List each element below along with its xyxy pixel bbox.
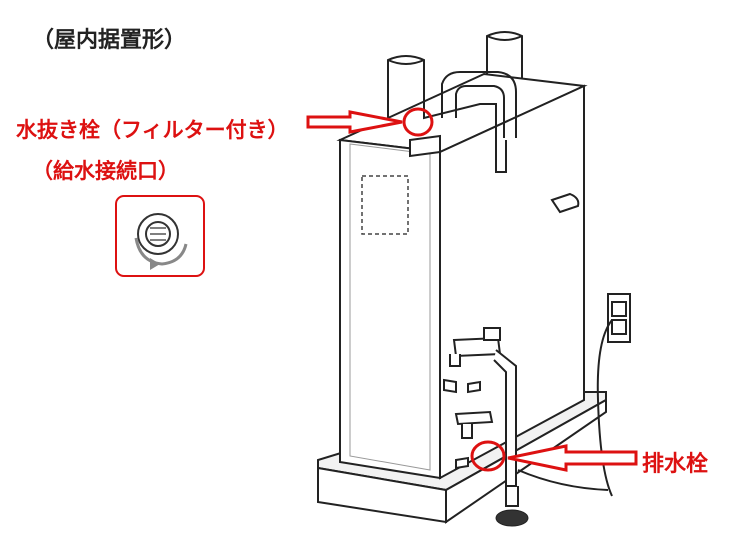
water-inlet-label: （給水接続口） — [32, 159, 179, 183]
faucet-arrow-icon — [306, 110, 403, 134]
drain-highlight-circle — [470, 440, 506, 472]
heater-cabinet — [336, 72, 588, 480]
side-latch — [550, 192, 580, 214]
drain-arrow-icon — [507, 444, 638, 472]
power-outlet — [596, 293, 631, 497]
inlet-cap — [409, 134, 441, 158]
page-title: （屋内据置形） — [32, 28, 187, 53]
callout-markers — [306, 107, 638, 472]
floor-drain-puck — [495, 509, 529, 527]
inlet-closeup-inset — [115, 195, 205, 277]
front-valves — [443, 327, 517, 487]
top-pipes — [387, 31, 523, 119]
dashed-panel — [361, 175, 409, 235]
rotate-arrow-icon — [134, 237, 188, 266]
inlet-pipe — [423, 71, 517, 173]
faucet-highlight-circle — [402, 107, 434, 137]
drain-faucet-filter-label: 水抜き栓（フィルター付き） — [16, 118, 289, 142]
drain-hose — [505, 469, 609, 507]
drain-plug-label: 排水栓 — [642, 452, 709, 477]
